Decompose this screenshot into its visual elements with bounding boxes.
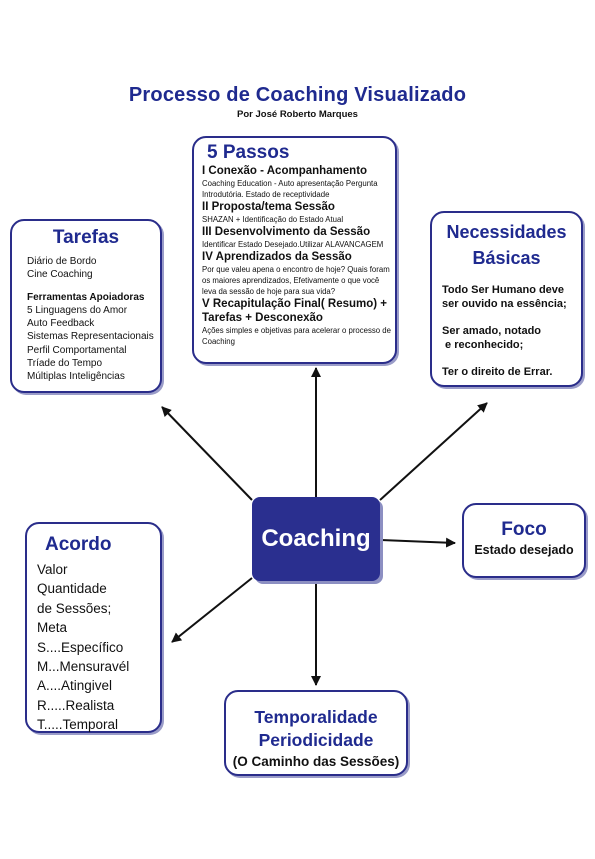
arrow-to-foco: [379, 537, 456, 548]
tarefas-item: Cine Coaching: [27, 269, 93, 281]
tarefas-item: Diário de Bordo: [27, 256, 97, 267]
acordo-item: de Sessões;: [37, 600, 112, 616]
passo-1-title: I Conexão - Acompanhamento: [202, 165, 368, 177]
foco-box: Foco Estado desejado: [462, 503, 586, 578]
acordo-heading: Acordo: [45, 534, 112, 555]
arrow-to-acordo: [171, 577, 253, 643]
necessidades-box: Necessidades Básicas Todo Ser Humano dev…: [430, 211, 583, 387]
acordo-box: Acordo Valor Quantidade de Sessões; Meta…: [25, 522, 162, 733]
temporalidade-box: Temporalidade Periodicidade (O Caminho d…: [224, 690, 408, 776]
passo-5-desc: Ações simples e objetivas para acelerar …: [202, 326, 391, 346]
acordo-item: T.....Temporal: [37, 717, 119, 733]
temporalidade-heading: Temporalidade: [254, 707, 378, 727]
passo-2-title: II Proposta/tema Sessão: [202, 201, 335, 213]
passo-3-desc: Identificar Estado Desejado.Utilizar ALA…: [202, 240, 384, 249]
passo-2-desc: SHAZAN + Identificação do Estado Atual: [202, 215, 344, 224]
ferramenta-item: Perfil Comportamental: [27, 344, 127, 356]
arrow-to-necessidades: [379, 402, 488, 501]
ferramenta-item: Sistemas Representacionais: [27, 331, 154, 343]
ferramentas-heading: Ferramentas Apoiadoras: [27, 291, 145, 303]
passo-4-desc: Por que valeu apena o encontro de hoje? …: [202, 265, 390, 296]
arrow-to-tarefas: [161, 406, 253, 501]
acordo-item: Meta: [37, 620, 68, 636]
tarefas-heading: Tarefas: [52, 227, 120, 248]
passos-heading: 5 Passos: [207, 142, 290, 163]
ferramenta-item: Tríade do Tempo: [27, 358, 103, 370]
passo-5-title: V Recapitulação Final( Resumo) + Tarefas…: [202, 298, 388, 324]
acordo-item: Valor: [37, 562, 68, 577]
passo-1-desc: Coaching Education - Auto apresentação P…: [202, 179, 378, 199]
acordo-item: R.....Realista: [37, 697, 115, 713]
passos-box: 5 Passos I Conexão - Acompanhamento Coac…: [192, 136, 397, 364]
periodicidade-heading: Periodicidade: [258, 730, 374, 750]
tarefas-box: Tarefas Diário de Bordo Cine Coaching Fe…: [10, 219, 162, 393]
passo-3-title: III Desenvolvimento da Sessão: [202, 226, 371, 238]
necessidades-heading: Necessidades Básicas: [446, 222, 567, 268]
ferramenta-item: Múltiplas Inteligências: [27, 371, 125, 383]
necessidade-3: Ter o direito de Errar.: [442, 366, 553, 378]
necessidade-2b: e reconhecido;: [442, 339, 524, 351]
acordo-item: M...Mensuravél: [37, 659, 130, 675]
acordo-item: A....Atingivel: [37, 678, 113, 694]
foco-text: Estado desejado: [474, 543, 574, 557]
acordo-item: S....Específico: [37, 639, 124, 655]
foco-heading: Foco: [501, 519, 547, 540]
temporalidade-text: (O Caminho das Sessões): [232, 754, 400, 769]
necessidade-2a: Ser amado, notado: [442, 325, 542, 337]
ferramenta-item: Auto Feedback: [27, 318, 95, 330]
diagram-subtitle: Por José Roberto Marques: [237, 109, 358, 120]
acordo-item: Quantidade: [37, 581, 107, 597]
coaching-center-box: Coaching: [252, 497, 380, 581]
ferramenta-item: 5 Linguagens do Amor: [27, 304, 128, 316]
diagram-title: Processo de Coaching Visualizado: [128, 84, 467, 106]
necessidade-1: Todo Ser Humano deve ser ouvido na essên…: [442, 284, 567, 310]
passo-4-title: IV Aprendizados da Sessão: [202, 251, 352, 263]
